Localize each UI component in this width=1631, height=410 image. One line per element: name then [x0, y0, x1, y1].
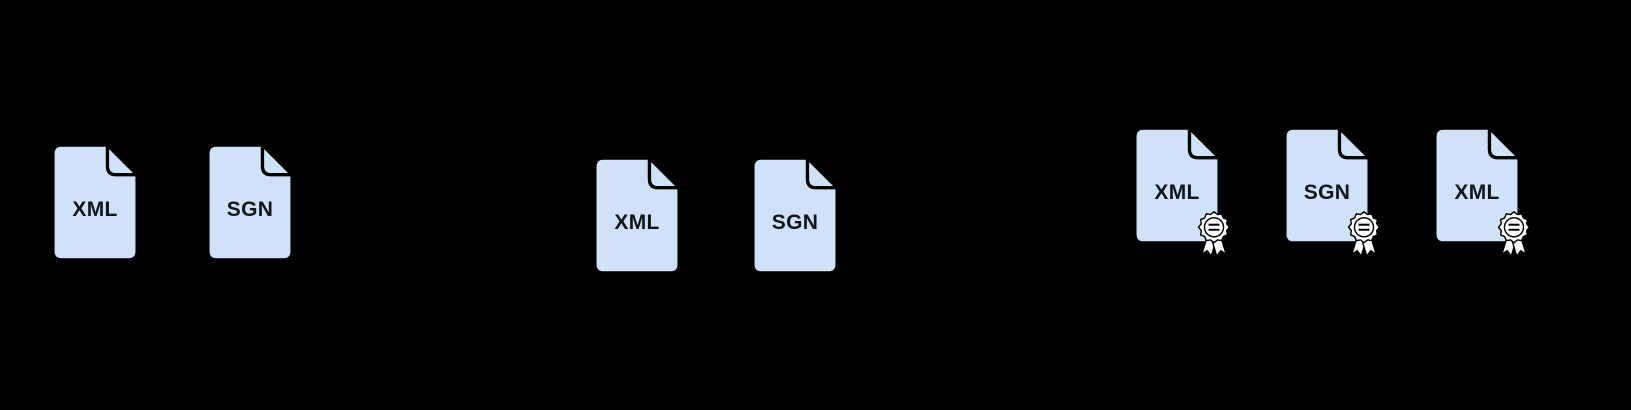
document-icon-xml: XML: [50, 142, 140, 263]
document-icon: [1433, 126, 1521, 245]
document-fold: [805, 156, 839, 190]
file-type-label: XML: [614, 210, 660, 234]
file-type-label: SGN: [226, 197, 274, 221]
document-icon-sgn: SGN: [205, 142, 295, 263]
document-fold: [647, 156, 681, 190]
document-fold: [1337, 126, 1371, 160]
file-type-label: SGN: [1303, 180, 1351, 204]
file-group-prepared: XML SGN: [592, 155, 840, 276]
document-icon: [1133, 126, 1221, 245]
document-icon-xml: XML: [592, 155, 682, 276]
document-fold: [1187, 126, 1221, 160]
document-icon-xml-sealed: XML: [1132, 125, 1231, 258]
certificate-seal-icon: [1197, 211, 1231, 258]
file-group-signed: XML SGN: [1132, 125, 1531, 258]
document-fold: [260, 143, 294, 177]
certificate-seal-icon: [1347, 211, 1381, 258]
document-icon: [206, 143, 294, 262]
document-icon-sgn: SGN: [750, 155, 840, 276]
document-fold: [1487, 126, 1521, 160]
document-fold: [105, 143, 139, 177]
file-type-label: XML: [1454, 180, 1500, 204]
file-type-label: XML: [72, 197, 118, 221]
document-icon-sgn-sealed: SGN: [1282, 125, 1381, 258]
document-icon-xml-sealed: XML: [1432, 125, 1531, 258]
file-group-source: XML SGN: [50, 142, 295, 263]
file-type-label: SGN: [771, 210, 819, 234]
document-icon: [593, 156, 681, 275]
file-type-label: XML: [1154, 180, 1200, 204]
certificate-seal-icon: [1497, 211, 1531, 258]
document-icon: [51, 143, 139, 262]
document-icon: [751, 156, 839, 275]
